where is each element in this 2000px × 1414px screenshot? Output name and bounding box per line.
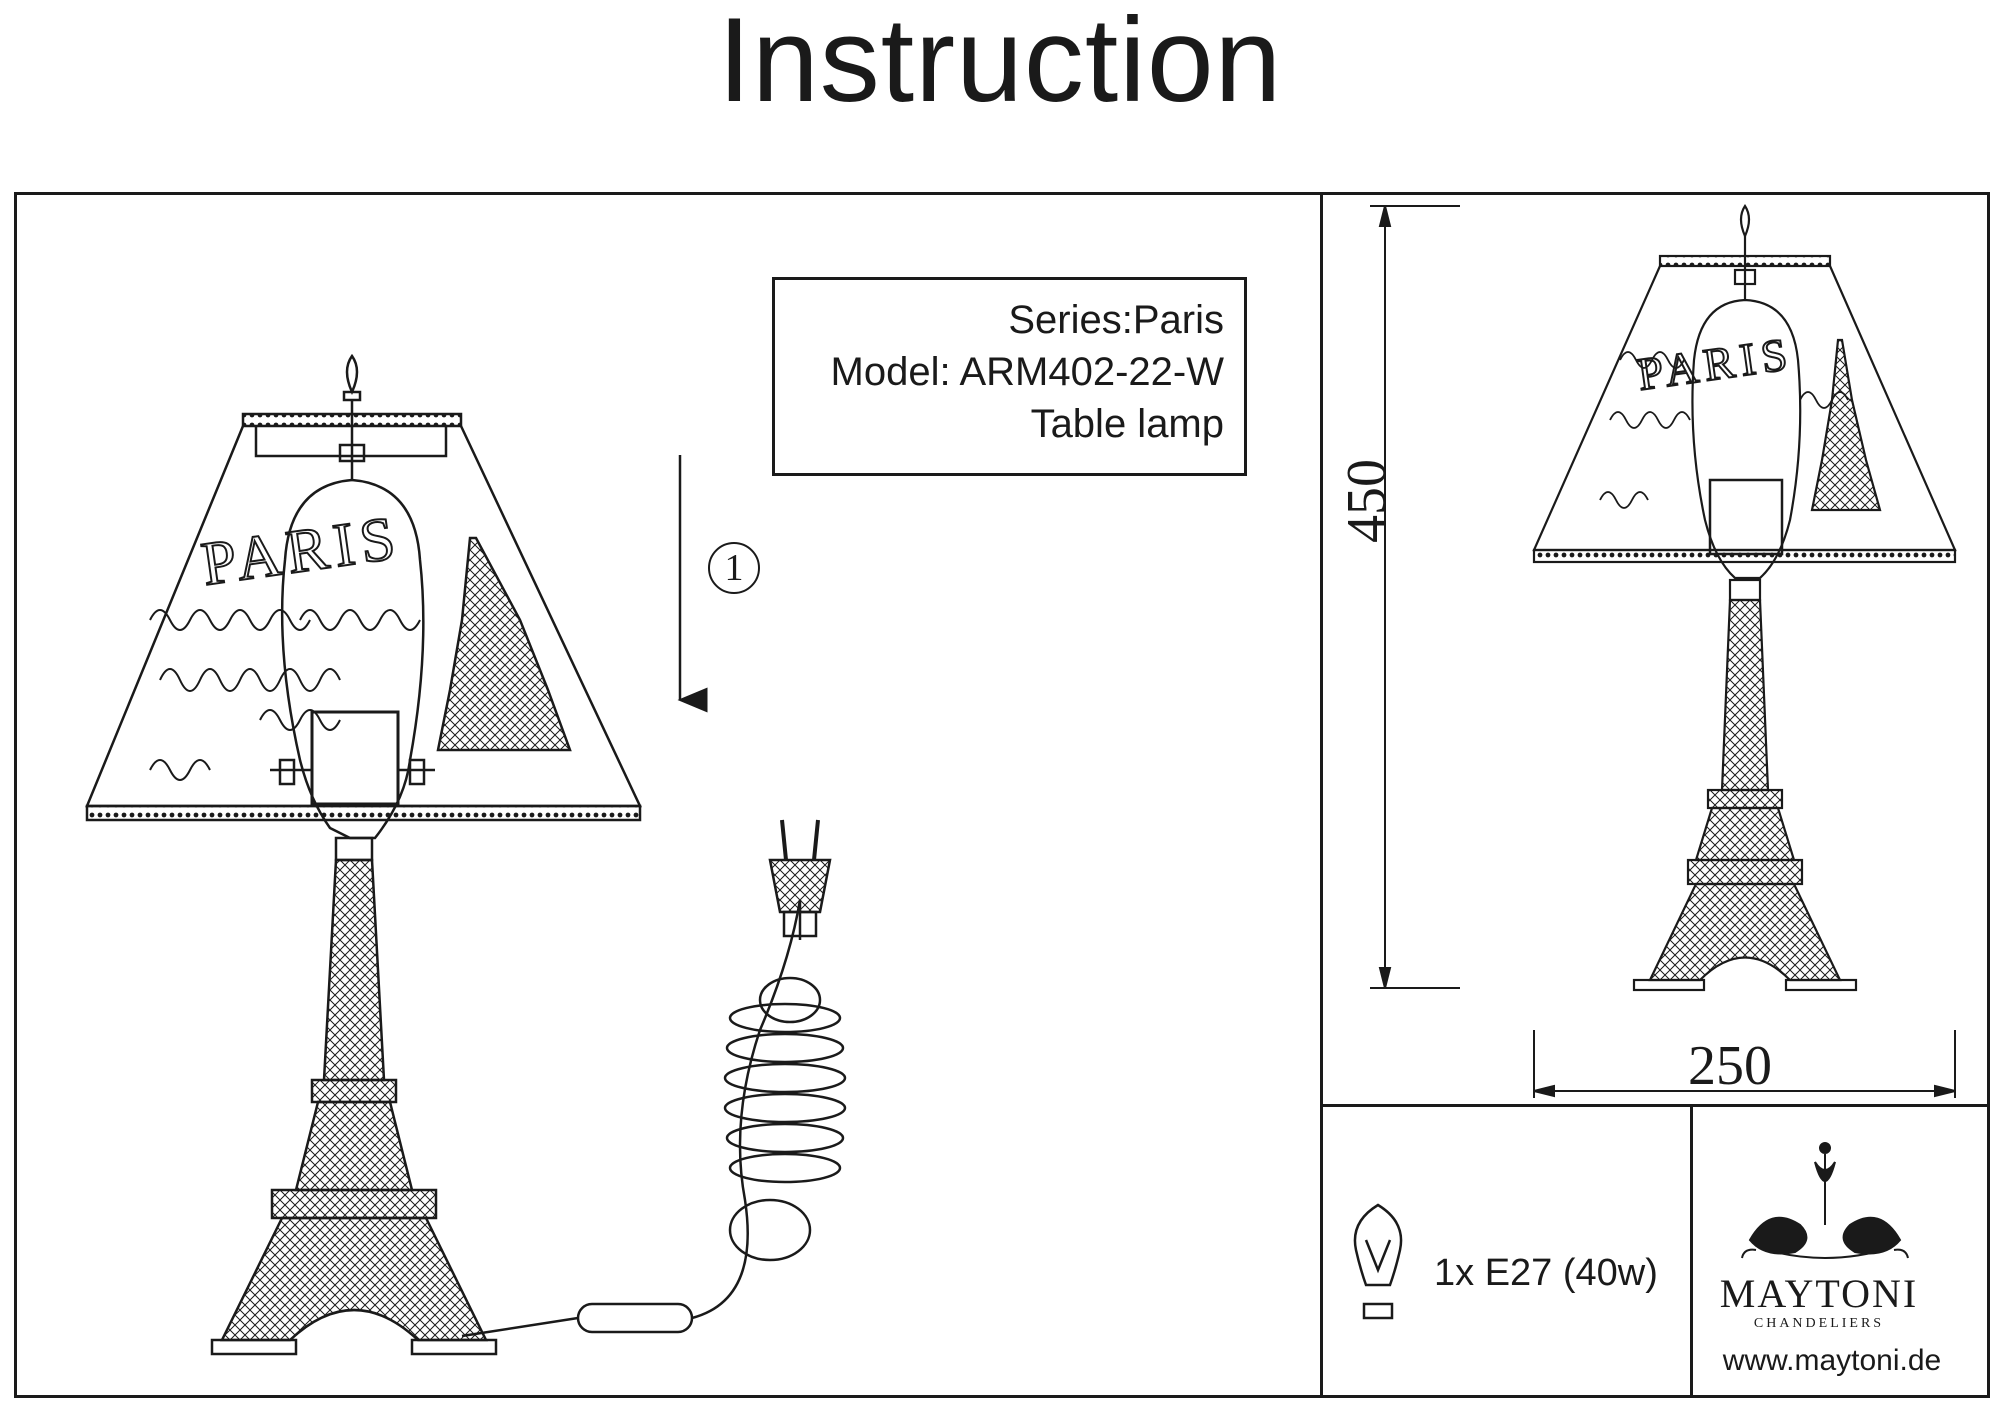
divider-vertical-main [1320, 192, 1323, 1398]
dimension-tower-base-icon [1632, 578, 1858, 992]
shade-print-word: PARIS [197, 504, 405, 599]
document-title: Instruction [717, 0, 1283, 127]
step-number-badge: 1 [708, 542, 760, 594]
coiled-cable-icon [723, 976, 847, 1262]
brand-tagline: CHANDELIERS [1753, 1316, 1885, 1331]
power-cable [461, 1316, 579, 1338]
instruction-frame [14, 192, 1990, 1398]
divider-vertical-bottom [1690, 1104, 1693, 1398]
dimension-lines [1370, 205, 1956, 1098]
dimension-shade-icon [1532, 265, 1957, 552]
power-plug-icon [768, 819, 832, 938]
dimension-lamp-drawing [1532, 204, 1957, 992]
inline-switch-icon [576, 1302, 694, 1334]
dimension-finial-icon [1739, 204, 1751, 239]
shade-eiffel-icon [436, 536, 572, 752]
product-type-label: Table lamp [1030, 402, 1224, 446]
product-info-box: Series:Paris Model: ARM402-22-W Table la… [772, 277, 1247, 476]
brand-url: www.maytoni.de [1722, 1344, 1942, 1377]
eiffel-tower-base-icon [210, 836, 498, 1356]
dimension-width-label: 250 [1688, 1035, 1772, 1097]
shade-bottom-trim [85, 804, 642, 822]
dimension-shade-eiffel-icon [1810, 338, 1882, 512]
dimension-shade-print-word: PARIS [1634, 328, 1796, 400]
divider-horizontal-right [1320, 1104, 1990, 1107]
model-label: Model: ARM402-22-W [830, 350, 1224, 394]
bulb-spec-text: 1x E27 (40w) [1434, 1252, 1658, 1294]
brand-logo-ornament-icon [1741, 1142, 1909, 1259]
lamp-finial-icon [345, 353, 359, 396]
brand-name: MAYTONI [1719, 1271, 1919, 1316]
bulb-icon [1353, 1203, 1403, 1320]
series-label: Series:Paris [1008, 298, 1224, 342]
assembly-lamp-drawing [85, 353, 847, 1356]
